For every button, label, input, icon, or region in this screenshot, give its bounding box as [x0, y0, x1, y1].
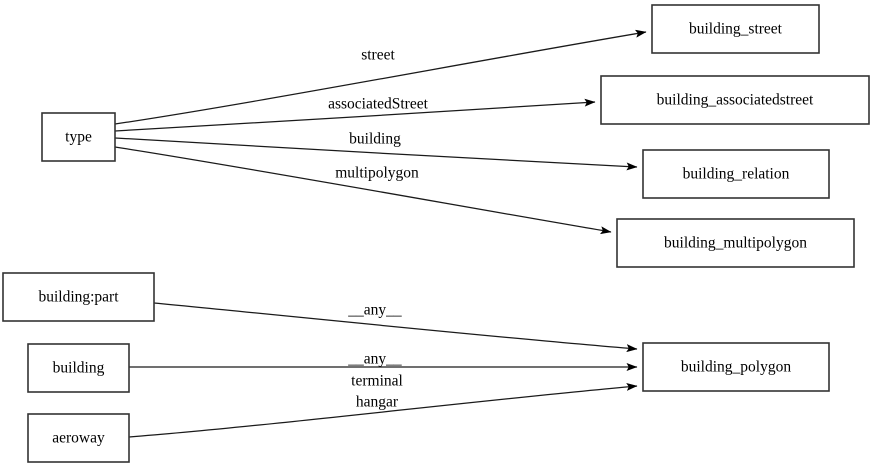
edges-layer — [114, 29, 647, 438]
edge-labels-layer: street associatedStreet building multipolyg… — [328, 47, 429, 411]
node-box — [642, 149, 830, 199]
node-label: building_polygon — [681, 359, 791, 376]
edge-label: building — [349, 131, 401, 148]
edge-type-to-building_multipolygon — [114, 146, 612, 235]
edge-type-to-building_associatedstreet — [114, 98, 596, 132]
edge-building_part-to-building_polygon — [153, 302, 638, 353]
node-box — [41, 112, 116, 162]
node-label: building_associatedstreet — [657, 92, 814, 109]
node-box — [27, 413, 130, 463]
node-building_associatedstreet[interactable]: building_associatedstreet — [600, 75, 870, 125]
node-box — [2, 272, 155, 322]
node-type[interactable]: type — [41, 112, 116, 162]
node-building_street[interactable]: building_street — [651, 4, 820, 54]
edge-label: associatedStreet — [328, 96, 429, 113]
edge-label: multipolygon — [335, 165, 419, 182]
edge-label: __any__ — [347, 302, 402, 319]
node-label: building — [53, 360, 105, 377]
node-box — [616, 218, 855, 268]
node-box — [600, 75, 870, 125]
node-label: type — [65, 129, 92, 146]
edge-aeroway-to-building_polygon — [128, 382, 638, 438]
node-building_polygon[interactable]: building_polygon — [642, 342, 830, 392]
edge-label: __any__ — [347, 351, 402, 368]
node-building_relation[interactable]: building_relation — [642, 149, 830, 199]
edge-label: street — [361, 47, 395, 64]
node-label: building_relation — [683, 166, 790, 183]
node-label: building_multipolygon — [664, 235, 807, 252]
node-building_part[interactable]: building:part — [2, 272, 155, 322]
node-label: building_street — [689, 21, 783, 38]
nodes-layer: type building_street building_associatedst… — [2, 4, 870, 463]
edge-type-to-building_relation — [114, 137, 638, 171]
node-box — [27, 343, 130, 393]
node-building[interactable]: building — [27, 343, 130, 393]
edge-label: hangar — [356, 394, 399, 411]
node-label: building:part — [38, 289, 119, 306]
edge-type-to-building_street — [114, 29, 647, 125]
node-label: aeroway — [52, 430, 105, 447]
node-aeroway[interactable]: aeroway — [27, 413, 130, 463]
node-box — [651, 4, 820, 54]
node-box — [642, 342, 830, 392]
edge-label: terminal — [351, 373, 403, 390]
node-building_multipolygon[interactable]: building_multipolygon — [616, 218, 855, 268]
